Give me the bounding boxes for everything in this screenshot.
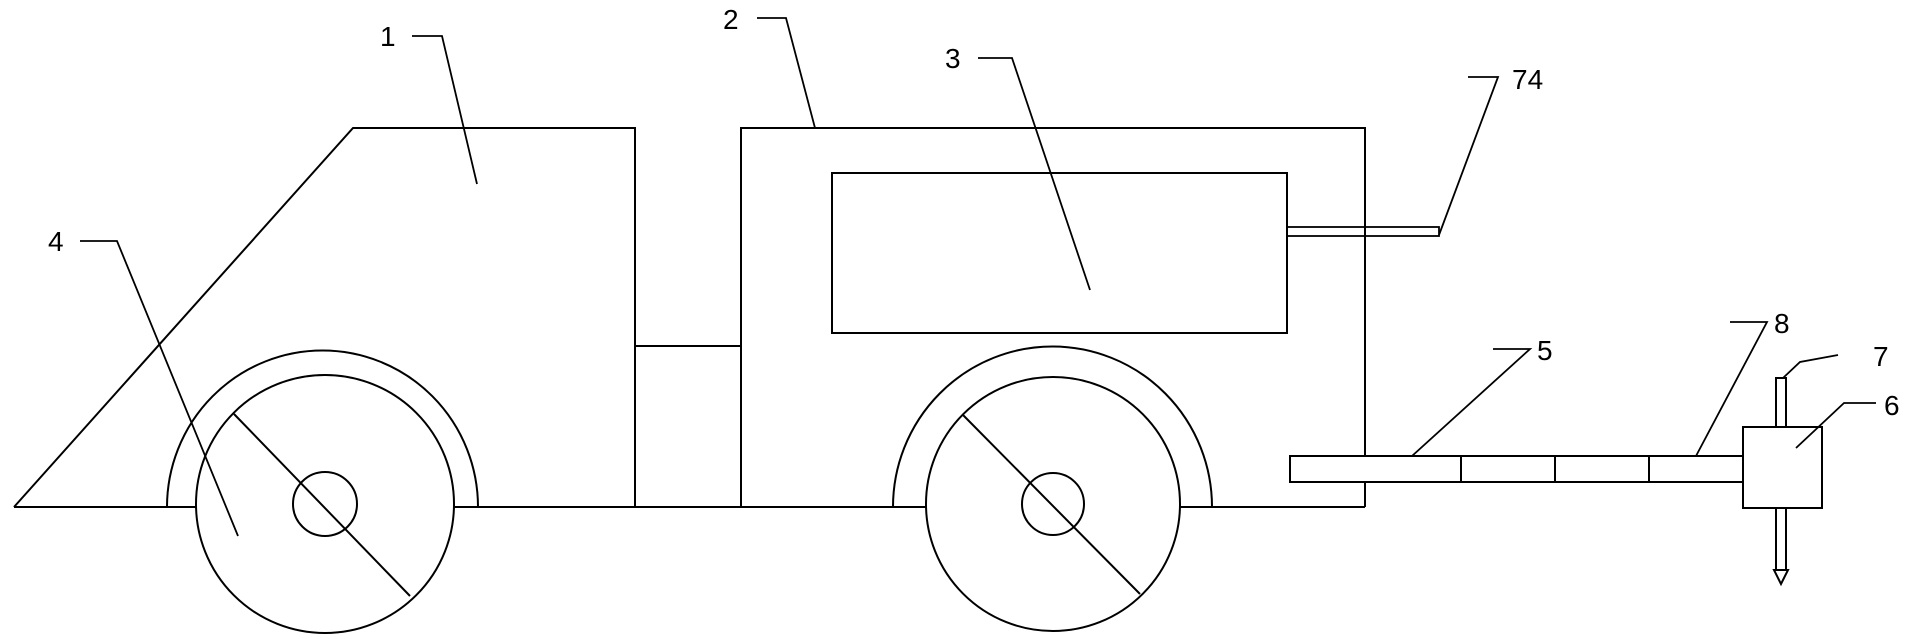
rod-74 — [1286, 226, 1440, 237]
rear-body — [740, 127, 1366, 507]
label-5: 5 — [1537, 335, 1553, 366]
front-wheel-hub — [292, 471, 358, 537]
rear-wheel-spoke — [962, 414, 1141, 595]
label-6: 6 — [1884, 390, 1900, 421]
leader-2 — [757, 17, 816, 129]
leader-5 — [1411, 348, 1533, 457]
arm-5 — [1289, 455, 1744, 483]
rear-wheel-hub — [1021, 472, 1085, 536]
leader-6 — [1795, 402, 1876, 449]
inner-unit — [831, 172, 1288, 334]
leader-3 — [978, 57, 1091, 291]
label-4: 4 — [48, 226, 64, 257]
label-74: 74 — [1512, 64, 1543, 95]
front-wheel-spoke — [233, 413, 411, 597]
leader-1 — [412, 35, 478, 185]
leader-4 — [80, 240, 239, 537]
head-block-6 — [1742, 426, 1823, 509]
probe-tip — [1772, 569, 1790, 587]
leader-74 — [1438, 76, 1500, 236]
label-7: 7 — [1873, 341, 1889, 372]
cab-body — [13, 127, 636, 508]
body-connector — [634, 345, 742, 508]
leader-7 — [1782, 354, 1839, 379]
leader-8 — [1695, 321, 1769, 457]
label-1: 1 — [380, 21, 396, 52]
label-8: 8 — [1774, 308, 1790, 339]
label-3: 3 — [945, 43, 961, 74]
label-2: 2 — [723, 4, 739, 35]
